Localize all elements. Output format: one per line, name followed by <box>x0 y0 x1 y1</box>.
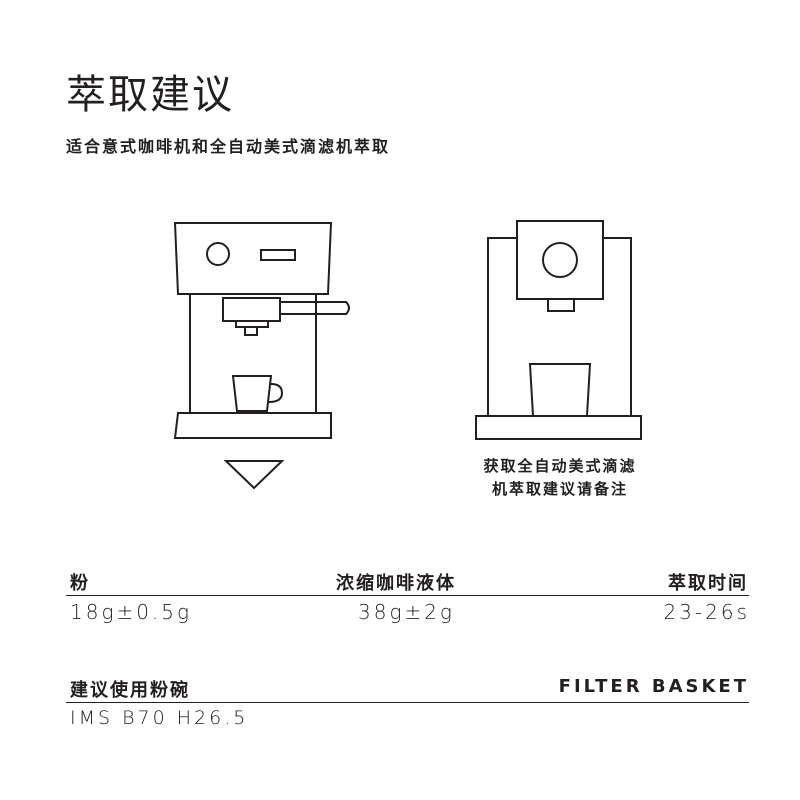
drip-note-line2: 机萃取建议请备注 <box>491 480 628 498</box>
powder-label: 粉 <box>70 573 90 594</box>
page-subtitle: 适合意式咖啡机和全自动美式滴滤机萃取 <box>66 137 391 156</box>
spec-divider <box>66 595 749 596</box>
drip-note-line1: 获取全自动美式滴滤 <box>483 457 637 475</box>
page-title: 萃取建议 <box>66 72 234 118</box>
powder-value: 18g±0.5g <box>70 600 193 624</box>
basket-value: IMS B70 H26.5 <box>70 707 249 729</box>
liquid-value: 38g±2g <box>358 600 455 624</box>
time-label: 萃取时间 <box>668 573 748 594</box>
basket-brand: FILTER BASKET <box>558 676 749 697</box>
basket-divider <box>66 702 749 703</box>
time-value: 23-26s <box>663 600 750 624</box>
liquid-label: 浓缩咖啡液体 <box>336 573 456 594</box>
basket-label: 建议使用粉碗 <box>70 680 190 701</box>
drip-note: 获取全自动美式滴滤 机萃取建议请备注 <box>455 455 665 501</box>
